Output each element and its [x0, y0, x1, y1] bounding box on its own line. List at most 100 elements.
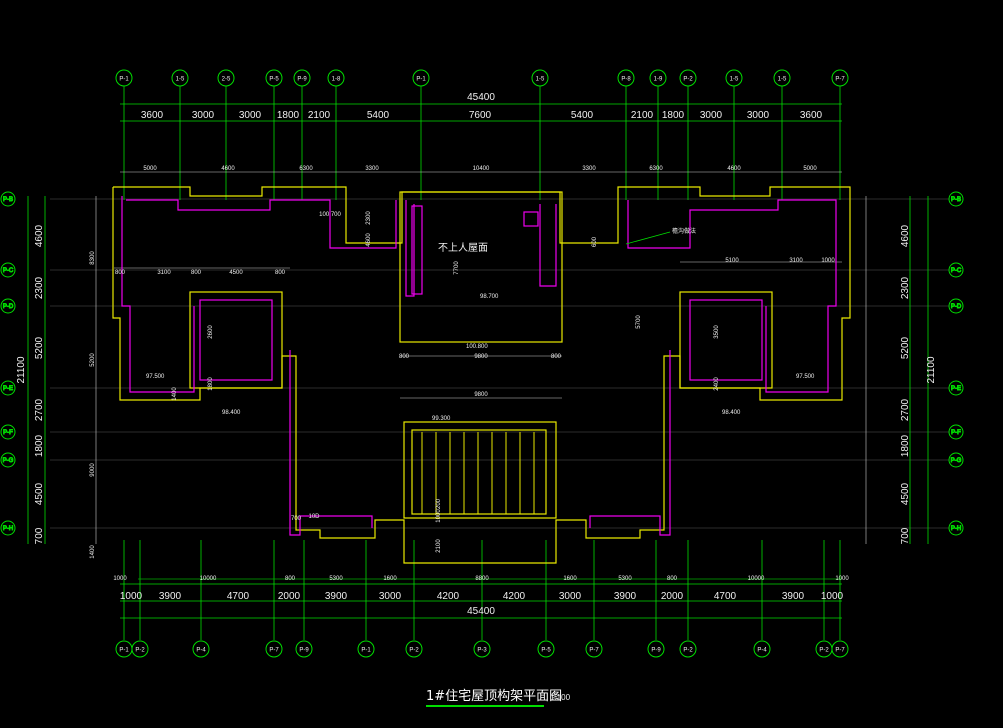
inner-dim-13: 3100: [157, 270, 171, 276]
top-dim-0: 3600: [141, 110, 164, 121]
left-dim-4: 1800: [34, 434, 45, 457]
right-axis-label-6: P-H: [951, 526, 961, 532]
top-axis-12-label: 1-5: [778, 77, 787, 83]
inner-dim-19: 9800: [474, 354, 488, 360]
bottom-dim-11: 4700: [714, 591, 737, 602]
bottom-axis-3-label: P-7: [269, 648, 279, 654]
gutter-leader-line: [625, 231, 671, 245]
top-dim-12: 3600: [800, 110, 823, 121]
inner-dim-38: 2300: [366, 211, 372, 225]
elevation-98400-right: 98.400: [722, 410, 741, 416]
bottom-axis-11-circle: [679, 640, 697, 658]
bottom-axis-4-circle: [295, 640, 313, 658]
top-axis-4-circle: [293, 69, 311, 87]
bottom-axis-3-circle: [265, 640, 283, 658]
bottom-dim-10: 2000: [661, 591, 684, 602]
inner-dim-28: 2400: [714, 377, 720, 391]
drawing-title: 1#住宅屋顶构架平面图: [426, 689, 562, 704]
bottom-dim-1: 3900: [159, 591, 182, 602]
right-dim-0: 4600: [900, 224, 911, 247]
right-axis-label-0: P-B: [951, 197, 961, 203]
inner-dim-7: 4600: [727, 166, 741, 172]
top-axis-1-label: 1-5: [176, 77, 185, 83]
sub-bottom-dim-8: 800: [667, 576, 678, 582]
note-gutter: 檐沟做法: [672, 227, 696, 235]
inner-dim-16: 800: [275, 270, 286, 276]
inner-dim-6: 6300: [649, 166, 663, 172]
bottom-axis-14-circle: [831, 640, 849, 658]
bottom-dim-9: 3900: [614, 591, 637, 602]
elevation-98400-left: 98.400: [222, 410, 241, 416]
right-dim-5: 4500: [900, 482, 911, 505]
bottom-axis-7-circle: [473, 640, 491, 658]
top-dim-4: 2100: [308, 110, 331, 121]
top-dim-11: 3000: [747, 110, 770, 121]
top-dim-10: 3000: [700, 110, 723, 121]
bottom-dim-13: 1000: [821, 591, 844, 602]
left-dim-3: 2700: [34, 398, 45, 421]
parapet-walls: [112, 186, 851, 564]
bottom-dim-3: 2000: [278, 591, 301, 602]
top-axis-4-label: P-9: [297, 77, 307, 83]
overall-dimension-bottom: 45400: [467, 606, 495, 617]
inner-dim-17: 7700: [454, 261, 460, 275]
bottom-axis-10-label: P-9: [651, 648, 661, 654]
bottom-axis-12-circle: [753, 640, 771, 658]
top-axis-0-circle: [115, 69, 133, 87]
bottom-dim-5: 3000: [379, 591, 402, 602]
sub-bottom-dim-1: 10000: [200, 576, 217, 582]
top-axis-12-circle: [773, 69, 791, 87]
left-axis-label-3: P-E: [3, 386, 13, 392]
height-total-right: 21100: [926, 356, 937, 384]
bottom-dim-2: 4700: [227, 591, 250, 602]
top-dim-3: 1800: [277, 110, 300, 121]
sub-dimension-lines: [95, 171, 867, 544]
bottom-dim-4: 3900: [325, 591, 348, 602]
left-axis-label-0: P-B: [3, 197, 13, 203]
inner-dim-2: 6300: [299, 166, 313, 172]
bottom-axis-10-circle: [647, 640, 665, 658]
left-dim-2: 5200: [34, 336, 45, 359]
inner-dim-40: 600: [592, 236, 598, 247]
bottom-axis-12-label: P-4: [757, 648, 767, 654]
right-axis-label-5: P-G: [951, 458, 962, 464]
top-dim-5: 5400: [367, 110, 390, 121]
inner-dim-29: 1400: [172, 387, 178, 401]
inner-dim-18: 800: [399, 354, 410, 360]
bottom-dim-7: 4200: [503, 591, 526, 602]
bottom-axis-5-circle: [357, 640, 375, 658]
bottom-axis-4-label: P-9: [299, 648, 309, 654]
stair-stripes: [421, 432, 535, 514]
inner-dim-11: 1000: [821, 258, 835, 264]
top-axis-1-circle: [171, 69, 189, 87]
sub-bottom-dim-0: 1000: [113, 576, 127, 582]
bottom-axis-1-circle: [131, 640, 149, 658]
bottom-axis-13-label: P-2: [819, 648, 829, 654]
inner-dim-21: 9800: [474, 392, 488, 398]
inner-dim-12: 800: [115, 270, 126, 276]
inner-dim-4: 10400: [473, 166, 490, 172]
bottom-axis-0-label: P-1: [119, 648, 129, 654]
right-dim-4: 1800: [900, 434, 911, 457]
left-axis-label-6: P-H: [3, 526, 13, 532]
sub-bottom-dim-9: 10000: [748, 576, 765, 582]
right-dim-2: 5200: [900, 336, 911, 359]
top-axis-10-label: P-2: [683, 77, 693, 83]
inner-dim-15: 4500: [229, 270, 243, 276]
left-dim-1: 2300: [34, 276, 45, 299]
top-axis-6-label: P-1: [416, 77, 426, 83]
right-axis-label-4: P-F: [951, 430, 961, 436]
left-axis-label-5: P-G: [3, 458, 14, 464]
top-axis-9-circle: [649, 69, 667, 87]
top-dim-2: 3000: [239, 110, 262, 121]
top-dim-1: 3000: [192, 110, 215, 121]
bottom-axis-8-circle: [537, 640, 555, 658]
top-axis-13-circle: [831, 69, 849, 87]
bottom-axis-9-label: P-7: [589, 648, 599, 654]
inner-dim-3: 3300: [365, 166, 379, 172]
bottom-axis-7-label: P-3: [477, 648, 487, 654]
